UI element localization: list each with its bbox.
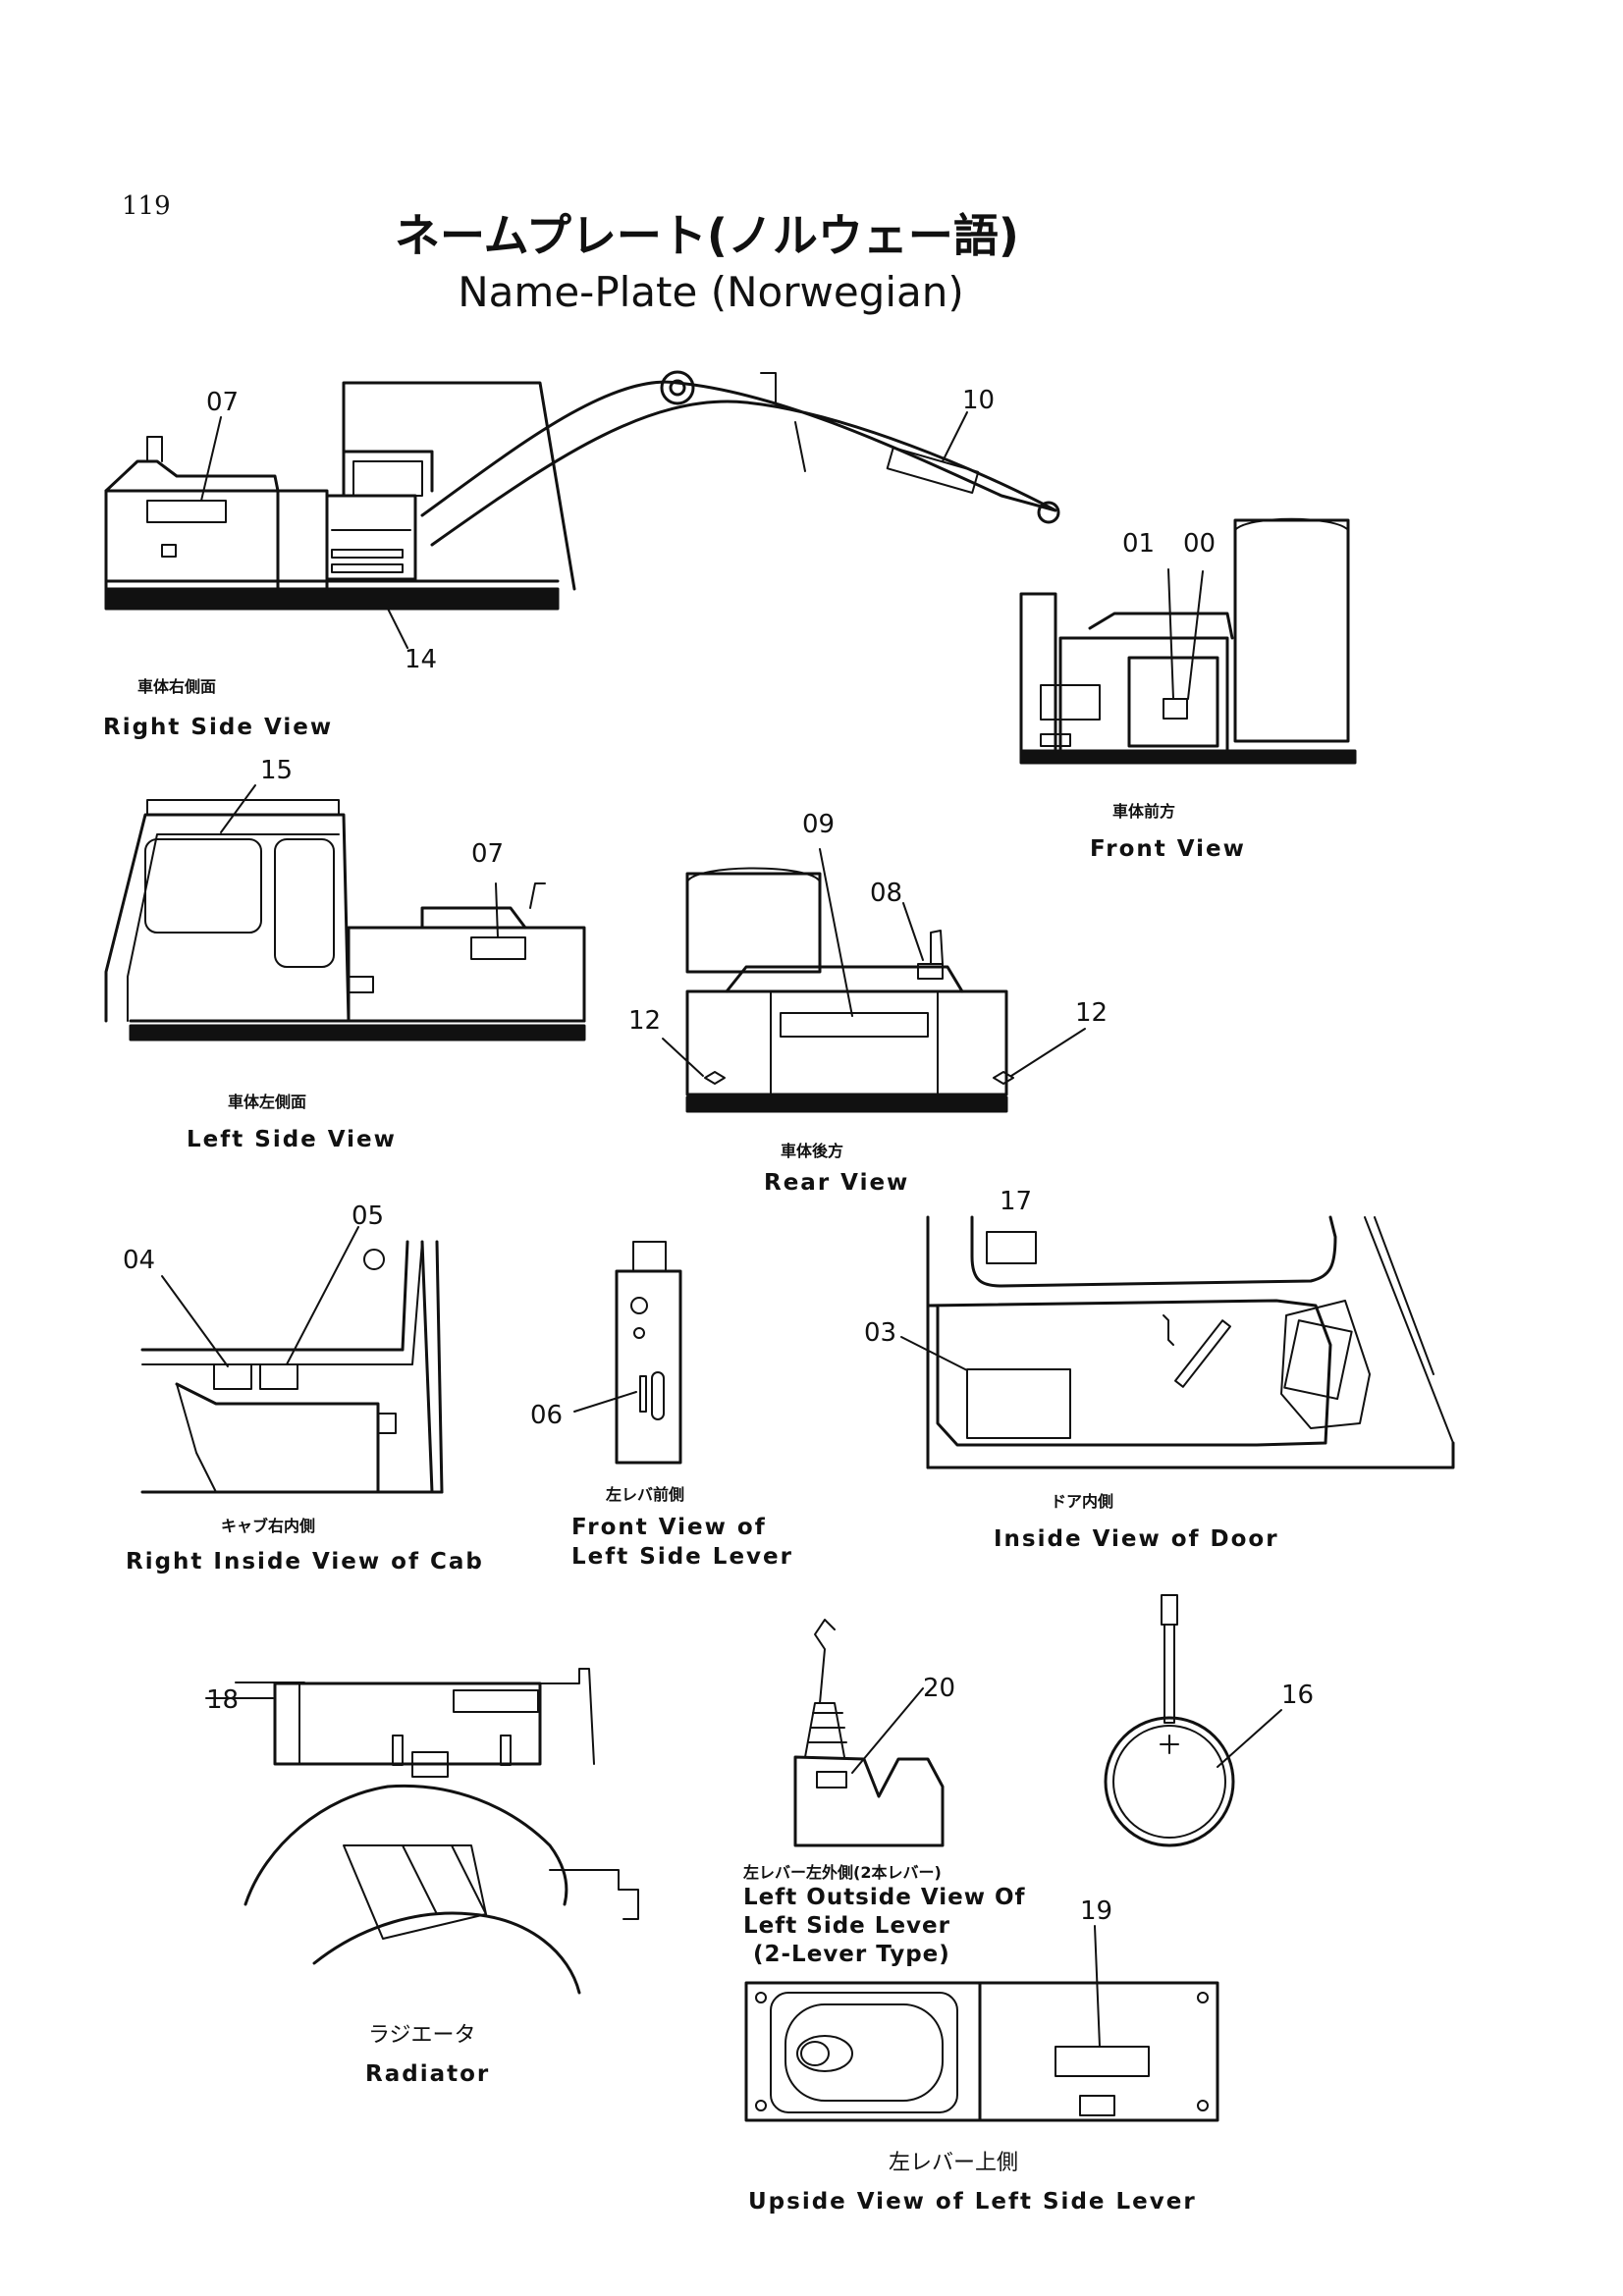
caption-lever-outside-en-2: Left Side Lever [743, 1913, 950, 1939]
caption-radiator-jp: ラジエータ [368, 2023, 476, 2048]
caption-lever-front-en-1: Front View of [571, 1515, 767, 1540]
caption-rear-en: Rear View [764, 1170, 909, 1196]
caption-left-side-jp: 車体左側面 [228, 1093, 306, 1111]
caption-lever-front-jp: 左レバ前側 [605, 1485, 684, 1504]
front-view-drawing [1019, 517, 1357, 765]
callout-09: 09 [802, 810, 835, 839]
caption-front-en: Front View [1090, 836, 1246, 862]
callout-12-right: 12 [1075, 998, 1108, 1028]
left-side-view-drawing [104, 784, 586, 1041]
caption-right-side-en: Right Side View [103, 715, 333, 740]
caption-cab-inside-jp: キャブ右内側 [221, 1517, 315, 1535]
caption-right-side-jp: 車体右側面 [137, 677, 216, 696]
caption-lever-outside-en-1: Left Outside View Of [743, 1885, 1026, 1910]
caption-lever-front-en-2: Left Side Lever [571, 1544, 793, 1570]
page-number: 119 [122, 191, 171, 221]
callout-03: 03 [864, 1318, 896, 1348]
callout-04: 04 [123, 1246, 155, 1275]
title-japanese: ネームプレート(ノルウェー語) [395, 209, 1019, 262]
radiator-drawing [205, 1668, 639, 1995]
callout-16: 16 [1281, 1681, 1314, 1710]
callout-05: 05 [352, 1201, 384, 1231]
cab-inside-drawing [140, 1226, 444, 1494]
callout-18: 18 [206, 1685, 239, 1715]
caption-rear-jp: 車体後方 [781, 1142, 843, 1160]
caption-lever-outside-jp: 左レバー左外側(2本レバー) [742, 1863, 942, 1882]
callout-08: 08 [870, 879, 902, 908]
lever-upside-drawing [744, 1925, 1219, 2122]
title-english: Name-Plate (Norwegian) [458, 268, 963, 316]
caption-radiator-en: Radiator [365, 2061, 490, 2087]
lever-front-drawing [573, 1241, 682, 1465]
caption-left-side-en: Left Side View [187, 1127, 397, 1152]
callout-00: 00 [1183, 529, 1216, 559]
door-inside-drawing [900, 1215, 1455, 1469]
callout-10: 10 [962, 386, 995, 415]
callout-17: 17 [1000, 1187, 1032, 1216]
caption-lever-upside-jp: 左レバー上側 [889, 2151, 1018, 2175]
caption-cab-inside-en: Right Inside View of Cab [126, 1549, 484, 1575]
callout-12-left: 12 [628, 1006, 661, 1036]
caption-door-inside-en: Inside View of Door [994, 1526, 1279, 1552]
lever-gauge-drawing [1104, 1594, 1282, 1847]
callout-20: 20 [923, 1674, 955, 1703]
caption-door-inside-jp: ドア内側 [1051, 1492, 1113, 1511]
callout-06: 06 [530, 1401, 563, 1430]
callout-14: 14 [405, 645, 437, 674]
right-side-view-drawing [104, 370, 1060, 649]
caption-lever-upside-en: Upside View of Left Side Lever [748, 2189, 1197, 2215]
callout-01: 01 [1122, 529, 1155, 559]
caption-front-jp: 車体前方 [1112, 802, 1175, 821]
callout-15: 15 [260, 756, 293, 785]
caption-lever-outside-en-3: (2-Lever Type) [753, 1942, 950, 1967]
lever-outside-drawing [793, 1619, 945, 1847]
callout-07-right-side: 07 [206, 388, 239, 417]
callout-19: 19 [1080, 1896, 1112, 1926]
callout-07-left-side: 07 [471, 839, 504, 869]
rear-view-drawing [662, 848, 1086, 1113]
